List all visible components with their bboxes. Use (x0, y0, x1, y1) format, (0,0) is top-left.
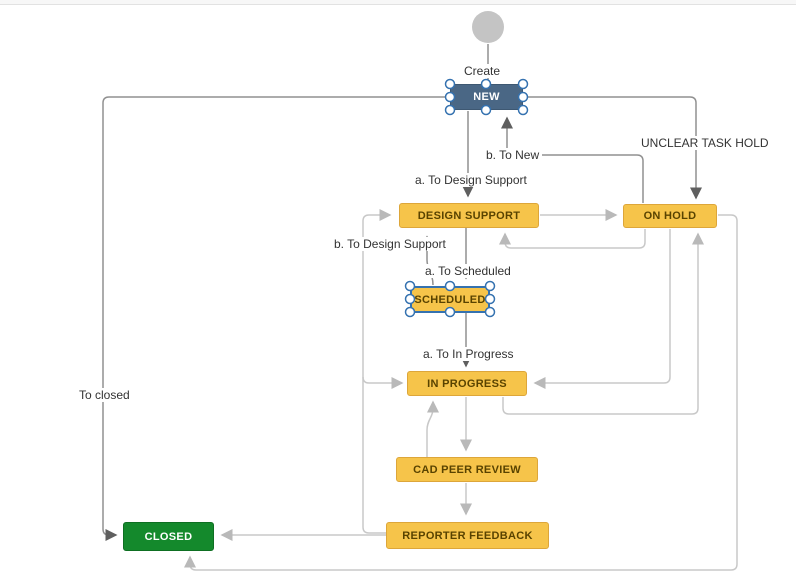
transition-label-to-design-support-b[interactable]: b. To Design Support (331, 237, 449, 251)
transition-line-onhold-to-closed[interactable] (184, 214, 738, 571)
status-scheduled[interactable]: SCHEDULED (410, 286, 490, 313)
panel-top-border (0, 0, 796, 5)
transition-line-reporter-feedback-to-design-support[interactable] (362, 209, 392, 534)
transition-line-new-to-onhold-unclear-task-hold[interactable] (523, 96, 702, 200)
start-node-circle[interactable] (472, 11, 504, 43)
transition-line-reporter-feedback-to-in-progress[interactable] (362, 376, 404, 389)
transition-line-cad-peer-review-to-in-progress[interactable] (426, 400, 439, 457)
transition-line-onhold-to-design-support[interactable] (499, 229, 646, 249)
status-new[interactable]: NEW (450, 84, 523, 110)
transition-label-unclear-task-hold[interactable]: UNCLEAR TASK HOLD (638, 136, 772, 150)
transition-label-create[interactable]: Create (461, 64, 504, 78)
transition-line-onhold-to-in-progress[interactable] (533, 229, 671, 389)
transition-line-new-to-closed[interactable] (102, 96, 450, 541)
status-cad-peer-review[interactable]: CAD PEER REVIEW (396, 457, 538, 482)
status-reporter-feedback[interactable]: REPORTER FEEDBACK (386, 522, 549, 549)
status-on-hold[interactable]: ON HOLD (623, 204, 717, 228)
status-in-progress[interactable]: IN PROGRESS (407, 371, 527, 396)
transition-label-to-closed[interactable]: To closed (76, 388, 133, 402)
transition-label-to-scheduled-a[interactable]: a. To Scheduled (422, 264, 514, 278)
status-closed[interactable]: CLOSED (123, 522, 214, 551)
transition-label-to-design-support-a[interactable]: a. To Design Support (412, 173, 530, 187)
transition-label-to-in-progress-a[interactable]: a. To In Progress (420, 347, 517, 361)
status-design-support[interactable]: DESIGN SUPPORT (399, 203, 539, 228)
transition-line-in-progress-to-onhold[interactable] (502, 232, 704, 415)
transition-label-to-new-b[interactable]: b. To New (483, 148, 543, 162)
